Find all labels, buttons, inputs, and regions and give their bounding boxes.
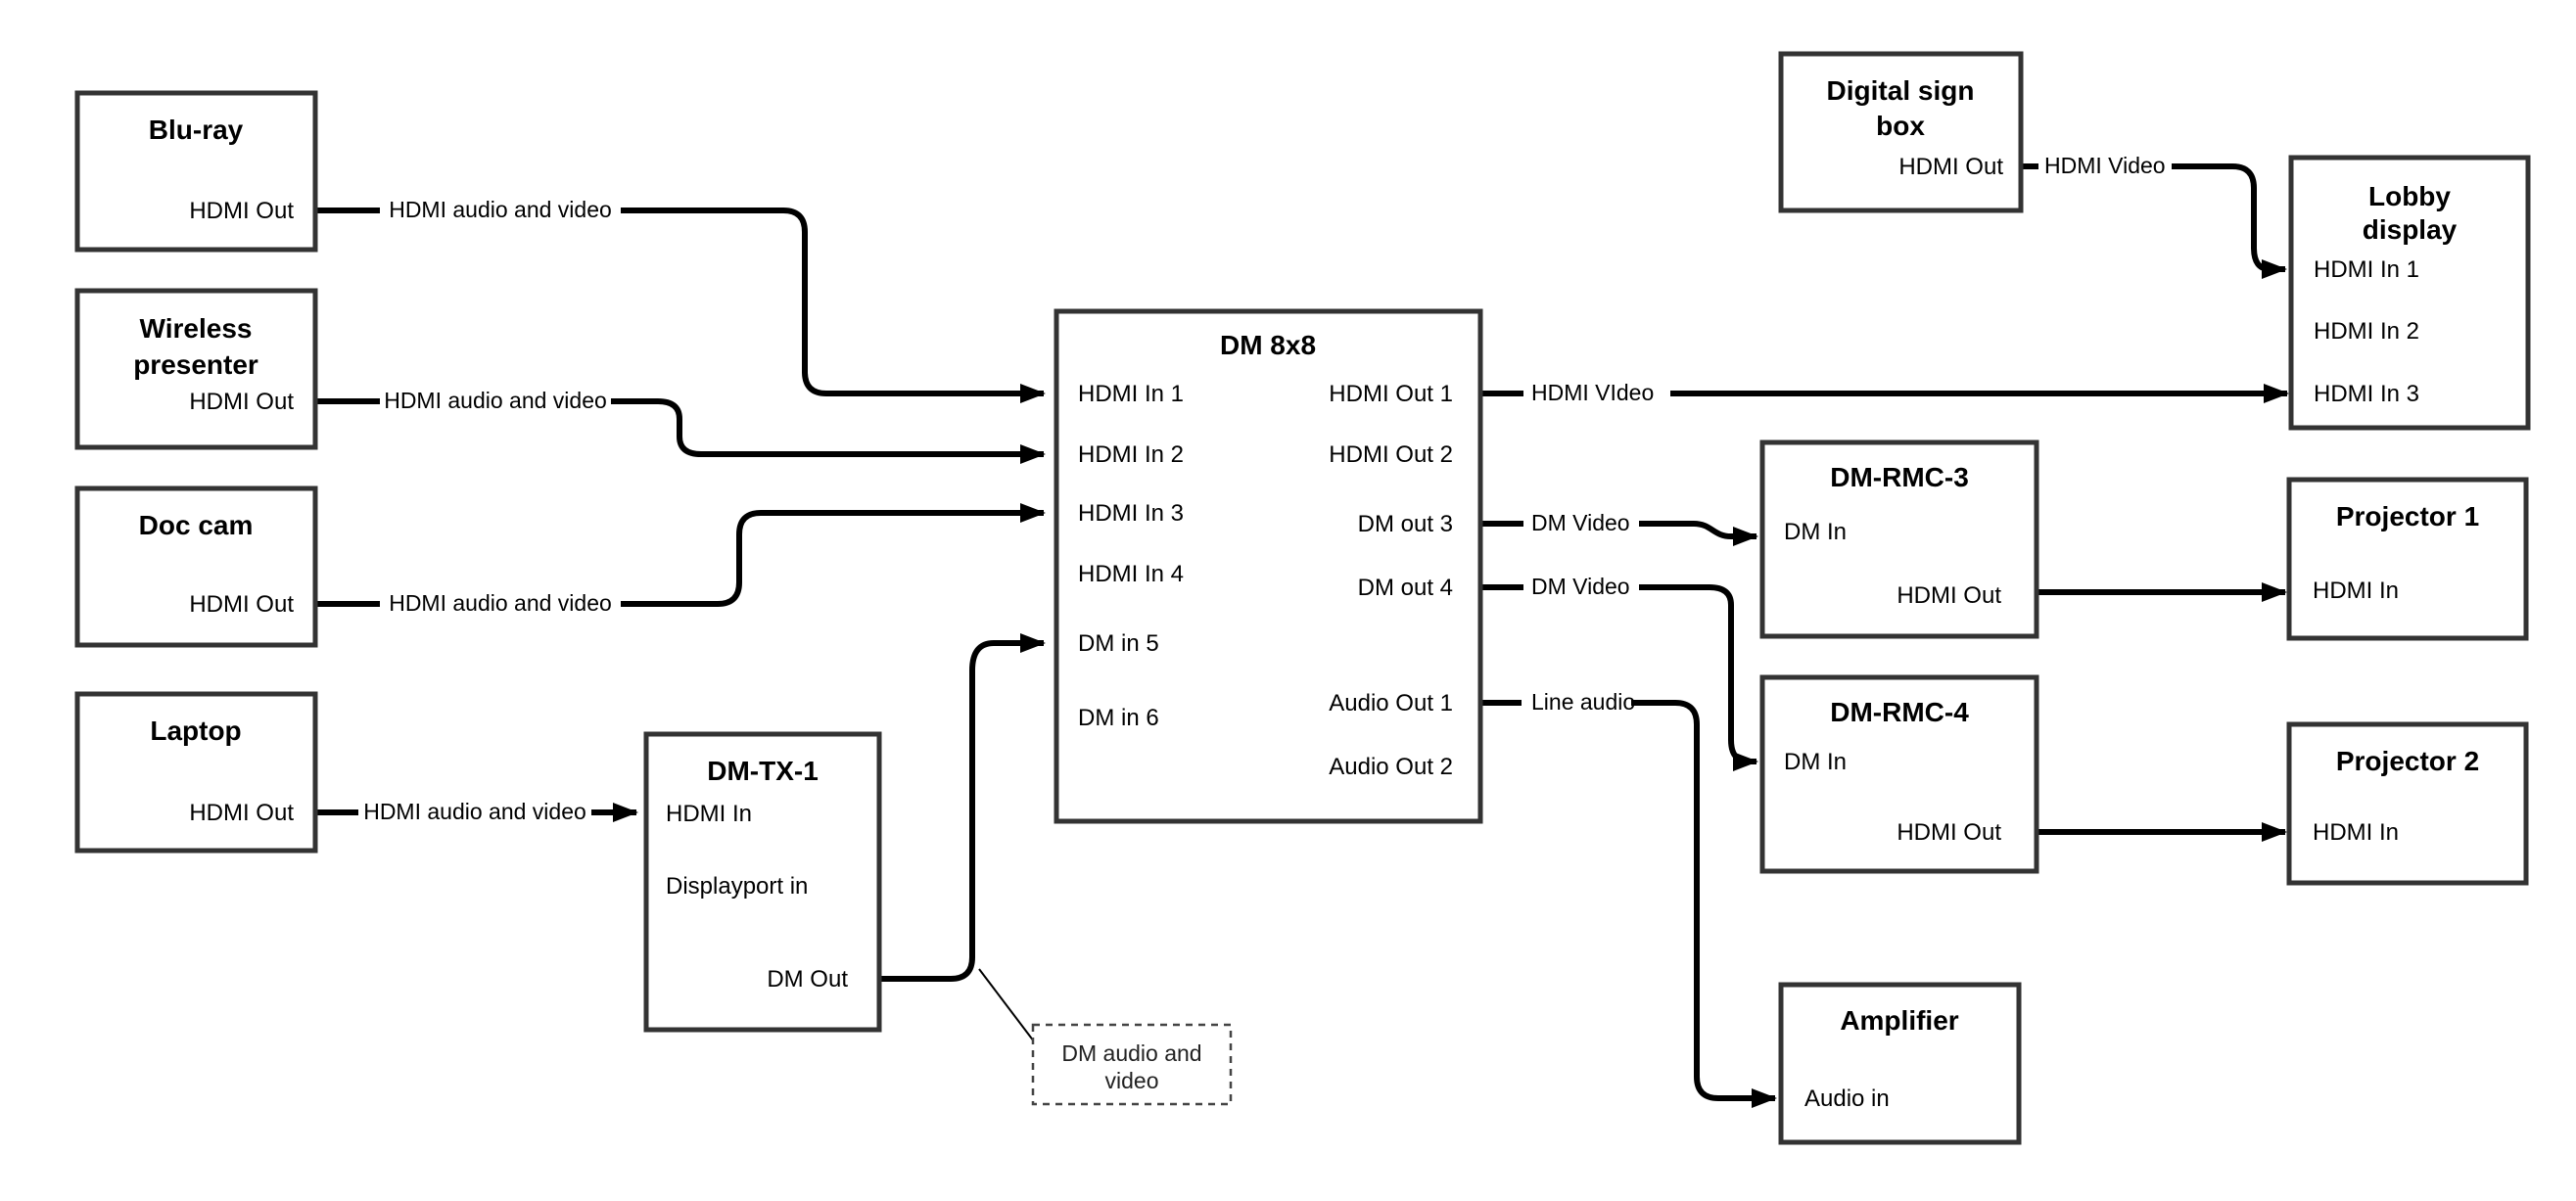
dm-rmc-3-port-dm-in: DM In — [1784, 519, 1847, 545]
projector-1-box — [2286, 477, 2529, 641]
lobby-display-port-hdmi-in-2: HDMI In 2 — [2314, 318, 2419, 345]
projector-2-box — [2286, 721, 2529, 886]
dm-8x8-port-dm-out-3: DM out 3 — [1358, 511, 1453, 537]
wire-bluray-to-dm8x8 — [621, 208, 1046, 403]
node-lobby-display: Lobby display HDMI In 1 HDMI In 2 HDMI I… — [2288, 155, 2531, 431]
doc-cam-port-hdmi-out: HDMI Out — [189, 591, 294, 618]
dm-8x8-port-hdmi-out-1: HDMI Out 1 — [1329, 381, 1453, 407]
dm-rmc-4-box — [1759, 674, 2039, 874]
dm-8x8-port-dm-in-5: DM in 5 — [1078, 630, 1159, 657]
wire-wireless-to-dm8x8 — [611, 398, 1046, 464]
projector-2-port-hdmi-in: HDMI In — [2313, 819, 2399, 846]
wire-digitalsign-to-lobby — [2172, 163, 2287, 279]
amplifier-title: Amplifier — [1840, 1005, 1958, 1036]
wireless-presenter-title-line2: presenter — [133, 349, 258, 380]
dm-rmc-4-port-hdmi-out: HDMI Out — [1897, 819, 2001, 846]
lobby-display-title-line1: Lobby — [2368, 181, 2451, 211]
lobby-display-port-hdmi-in-1: HDMI In 1 — [2314, 256, 2419, 283]
node-dm-rmc-4: DM-RMC-4 DM In HDMI Out — [1759, 674, 2039, 874]
dm-8x8-port-dm-out-4: DM out 4 — [1358, 575, 1453, 601]
dm-8x8-title: DM 8x8 — [1220, 330, 1316, 360]
doc-cam-box — [74, 485, 318, 648]
amplifier-box — [1778, 982, 2022, 1145]
dm-8x8-port-hdmi-in-3: HDMI In 3 — [1078, 500, 1184, 527]
dm-8x8-port-hdmi-in-2: HDMI In 2 — [1078, 441, 1184, 468]
wire-dmtx1-to-dm8x8 — [879, 633, 1046, 982]
wire-dmout4-to-rmc4 — [1639, 584, 1758, 771]
lobby-display-box — [2288, 155, 2531, 431]
dm-rmc-3-port-hdmi-out: HDMI Out — [1897, 582, 2001, 609]
node-bluray: Blu-ray HDMI Out — [74, 90, 318, 253]
wire-label-line-audio: Line audio — [1531, 689, 1635, 715]
node-projector-1: Projector 1 HDMI In — [2286, 477, 2529, 641]
amplifier-port-audio-in: Audio in — [1804, 1086, 1890, 1112]
dm-8x8-port-dm-in-6: DM in 6 — [1078, 705, 1159, 731]
digital-sign-box-title-line2: box — [1876, 111, 1925, 141]
dm-8x8-box — [1054, 308, 1483, 824]
wire-label-hdmi-video-1: HDMI VIdeo — [1531, 380, 1654, 405]
note-callout-line — [978, 968, 1035, 1042]
node-dm-tx-1: DM-TX-1 HDMI In Displayport in DM Out — [643, 731, 882, 1033]
lobby-display-port-hdmi-in-3: HDMI In 3 — [2314, 381, 2419, 407]
laptop-box — [74, 691, 318, 854]
wire-dmout3-to-rmc3 — [1639, 521, 1758, 546]
wire-audioout1-to-amp — [1631, 700, 1777, 1108]
wire-doccam-to-dm8x8 — [621, 503, 1046, 607]
digital-sign-box-title-line1: Digital sign — [1827, 75, 1975, 106]
dm-rmc-4-port-dm-in: DM In — [1784, 749, 1847, 775]
digital-sign-box-box — [1778, 51, 2024, 213]
wireless-presenter-port-hdmi-out: HDMI Out — [189, 389, 294, 415]
node-digital-sign-box: Digital sign box HDMI Out — [1778, 51, 2024, 213]
dm-8x8-port-audio-out-2: Audio Out 2 — [1329, 754, 1453, 780]
bluray-port-hdmi-out: HDMI Out — [189, 198, 294, 224]
dm-tx-1-port-displayport-in: Displayport in — [666, 873, 808, 900]
doc-cam-title: Doc cam — [139, 510, 254, 540]
dm-8x8-port-audio-out-1: Audio Out 1 — [1329, 690, 1453, 716]
projector-1-title: Projector 1 — [2336, 501, 2479, 531]
dm-rmc-3-box — [1759, 439, 2039, 639]
dm-8x8-port-hdmi-out-2: HDMI Out 2 — [1329, 441, 1453, 468]
node-dm-8x8: DM 8x8 HDMI In 1 HDMI In 2 HDMI In 3 HDM… — [1054, 308, 1483, 824]
wireless-presenter-title-line1: Wireless — [140, 313, 253, 344]
note-text-line1: DM audio and — [1061, 1040, 1201, 1066]
bluray-title: Blu-ray — [149, 115, 244, 145]
dm-tx-1-title: DM-TX-1 — [707, 756, 819, 786]
dm-tx-1-port-hdmi-in: HDMI In — [666, 801, 752, 827]
note-dm-audio-and-video: DM audio and video — [1031, 1023, 1233, 1106]
wire-label-hdmi-video-sign: HDMI Video — [2044, 153, 2166, 178]
node-laptop: Laptop HDMI Out — [74, 691, 318, 854]
node-amplifier: Amplifier Audio in — [1778, 982, 2022, 1145]
wire-label-dm-video-3: DM Video — [1531, 510, 1630, 535]
wireless-presenter-box — [74, 288, 318, 450]
digital-sign-box-port-hdmi-out: HDMI Out — [1898, 154, 2003, 180]
wire-label-bluray: HDMI audio and video — [389, 197, 612, 222]
laptop-port-hdmi-out: HDMI Out — [189, 800, 294, 826]
note-text-line2: video — [1105, 1068, 1159, 1093]
laptop-title: Laptop — [150, 716, 241, 746]
wire-labels: HDMI audio and video HDMI audio and vide… — [363, 153, 2165, 824]
dm-tx-1-box — [643, 731, 882, 1033]
dm-rmc-4-title: DM-RMC-4 — [1830, 697, 1969, 727]
projector-2-title: Projector 2 — [2336, 746, 2479, 776]
node-dm-rmc-3: DM-RMC-3 DM In HDMI Out — [1759, 439, 2039, 639]
node-projector-2: Projector 2 HDMI In — [2286, 721, 2529, 886]
node-doc-cam: Doc cam HDMI Out — [74, 485, 318, 648]
dm-tx-1-port-dm-out: DM Out — [767, 966, 848, 993]
note-box — [1031, 1023, 1233, 1106]
wire-label-wireless: HDMI audio and video — [384, 388, 607, 413]
wire-label-doccam: HDMI audio and video — [389, 590, 612, 616]
dm-8x8-port-hdmi-in-1: HDMI In 1 — [1078, 381, 1184, 407]
wire-label-laptop: HDMI audio and video — [363, 799, 586, 824]
dm-8x8-port-hdmi-in-4: HDMI In 4 — [1078, 561, 1184, 587]
wire-label-dm-video-4: DM Video — [1531, 574, 1630, 599]
node-wireless-presenter: Wireless presenter HDMI Out — [74, 288, 318, 450]
lobby-display-title-line2: display — [2363, 214, 2458, 245]
bluray-box — [74, 90, 318, 253]
projector-1-port-hdmi-in: HDMI In — [2313, 577, 2399, 604]
dm-rmc-3-title: DM-RMC-3 — [1830, 462, 1969, 492]
wires — [315, 163, 2289, 1108]
